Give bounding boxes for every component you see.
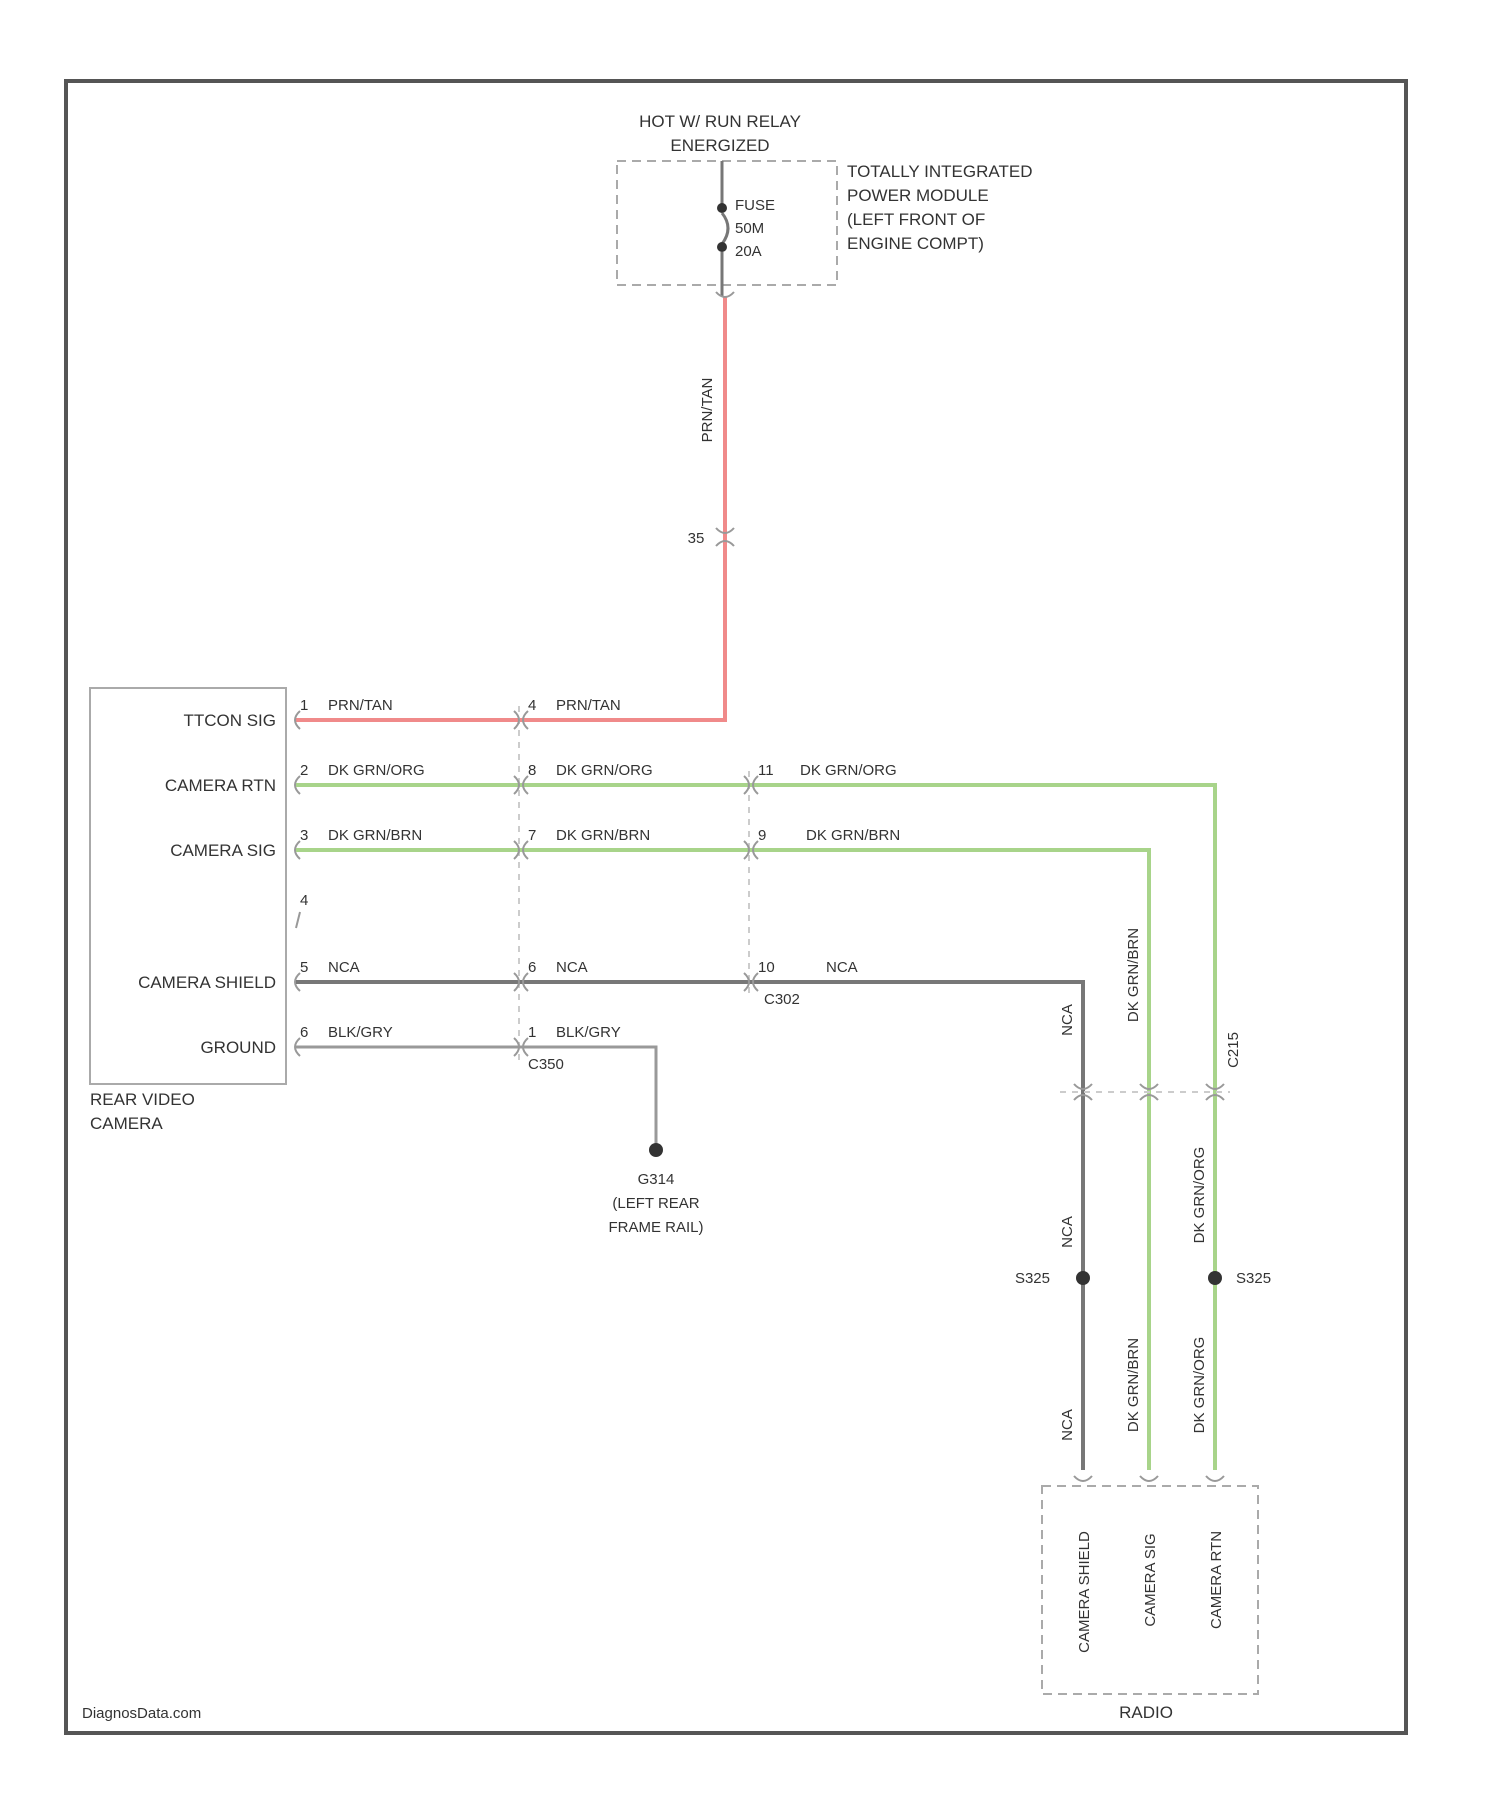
ground-location-line1: (LEFT REAR [612, 1195, 699, 1212]
radio-pin-label-camera-rtn: CAMERA RTN [1208, 1531, 1225, 1629]
splice-right [1208, 1271, 1222, 1285]
wire6-connector: C350 [528, 1056, 564, 1073]
camera-pin-label-ttcon-sig: TTCON SIG [183, 711, 276, 730]
module-label-line2: POWER MODULE [847, 186, 989, 205]
camera-pin-4-stub [296, 912, 300, 928]
wire5-pin3: 10 [758, 959, 775, 976]
connector-pin-35: 35 [688, 530, 705, 547]
radio-pin-label-camera-shield: CAMERA SHIELD [1076, 1531, 1093, 1653]
camera-pin-num-3: 3 [300, 827, 308, 844]
red-wire-vertical [296, 296, 725, 720]
wire2-pin3: 11 [758, 762, 774, 779]
splice-left [1076, 1271, 1090, 1285]
camera-pin-num-2: 2 [300, 762, 308, 779]
vlabel-org-lower: DK GRN/ORG [1191, 1337, 1208, 1434]
vlabel-nca-lower: NCA [1059, 1409, 1076, 1441]
green-wire-camera-rtn [296, 785, 1215, 1470]
wire2-seg1-color: DK GRN/ORG [328, 762, 425, 779]
wire5-connector: C302 [764, 991, 800, 1008]
camera-pin-num-5: 5 [300, 959, 308, 976]
ground-name: G314 [638, 1171, 675, 1188]
green-wire-camera-sig [296, 850, 1149, 1470]
fuse-amperage: 20A [735, 243, 762, 260]
module-label-line3: (LEFT FRONT OF [847, 210, 985, 229]
vertical-wire-color-label: PRN/TAN [699, 378, 716, 443]
wire5-seg1-color: NCA [328, 959, 360, 976]
radio-pin-label-camera-sig: CAMERA SIG [1142, 1533, 1159, 1626]
fuse-terminal-top [717, 203, 727, 213]
camera-name-line1: REAR VIDEO [90, 1090, 195, 1109]
camera-pin-num-4: 4 [300, 892, 308, 909]
wire1-seg2-color: PRN/TAN [556, 697, 621, 714]
camera-pin-num-1: 1 [300, 697, 308, 714]
wire3-seg2-color: DK GRN/BRN [556, 827, 650, 844]
camera-name-line2: CAMERA [90, 1114, 163, 1133]
wire3-pin2: 7 [528, 827, 536, 844]
wire2-seg3-color: DK GRN/ORG [800, 762, 897, 779]
wire2-pin2: 8 [528, 762, 536, 779]
radio-connector-arcs [1074, 1476, 1224, 1481]
wire3-seg1-color: DK GRN/BRN [328, 827, 422, 844]
wire3-seg3-color: DK GRN/BRN [806, 827, 900, 844]
module-label-line4: ENGINE COMPT) [847, 234, 984, 253]
vlabel-brn-lower: DK GRN/BRN [1125, 1338, 1142, 1432]
ground-location-line2: FRAME RAIL) [608, 1219, 703, 1236]
wire2-seg2-color: DK GRN/ORG [556, 762, 653, 779]
wire3-pin3: 9 [758, 827, 766, 844]
wire6-seg1-color: BLK/GRY [328, 1024, 393, 1041]
fuse-terminal-bottom [717, 242, 727, 252]
ground-wire [296, 1047, 656, 1148]
wire5-seg2-color: NCA [556, 959, 588, 976]
connector-arc-top [716, 292, 734, 297]
wire5-seg3-color: NCA [826, 959, 858, 976]
module-label-line1: TOTALLY INTEGRATED [847, 162, 1032, 181]
camera-pin-label-camera-sig: CAMERA SIG [170, 841, 276, 860]
wire6-pin2: 1 [528, 1024, 536, 1041]
splice-left-label: S325 [1015, 1270, 1050, 1287]
vlabel-nca-upper: NCA [1059, 1004, 1076, 1036]
c215-label: C215 [1225, 1032, 1242, 1068]
fuse-label: FUSE [735, 197, 775, 214]
diagram-frame [66, 81, 1406, 1733]
camera-pin-label-ground: GROUND [200, 1038, 276, 1057]
camera-pin-label-camera-rtn: CAMERA RTN [165, 776, 276, 795]
camera-pin-label-camera-shield: CAMERA SHIELD [138, 973, 276, 992]
wire1-seg1-color: PRN/TAN [328, 697, 393, 714]
vlabel-org-mid: DK GRN/ORG [1191, 1147, 1208, 1244]
camera-pin-num-6: 6 [300, 1024, 308, 1041]
vlabel-brn-upper: DK GRN/BRN [1125, 928, 1142, 1022]
splice-right-label: S325 [1236, 1270, 1271, 1287]
vlabel-nca-mid: NCA [1059, 1216, 1076, 1248]
wire5-pin2: 6 [528, 959, 536, 976]
relay-label-line2: ENERGIZED [670, 136, 769, 155]
radio-name: RADIO [1119, 1703, 1173, 1722]
ground-point [649, 1143, 663, 1157]
fuse-number: 50M [735, 220, 764, 237]
relay-label-line1: HOT W/ RUN RELAY [639, 112, 801, 131]
rear-video-camera-box [90, 688, 286, 1084]
wire6-seg2-color: BLK/GRY [556, 1024, 621, 1041]
fuse-symbol [722, 213, 728, 244]
watermark: DiagnosData.com [82, 1705, 201, 1722]
wire1-pin2: 4 [528, 697, 536, 714]
